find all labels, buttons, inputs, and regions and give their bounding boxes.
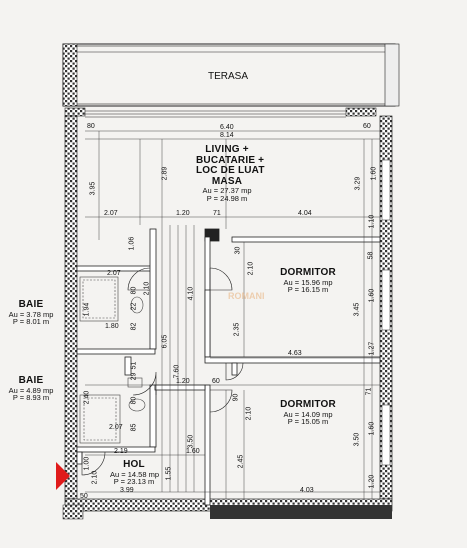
interior-walls — [76, 228, 381, 506]
dim-label: 2.35 — [233, 322, 241, 337]
living-room-label: LIVING + BUCATARIE + LOC DE LUAT MASA Au… — [196, 144, 265, 203]
living-room-name-3: LOC DE LUAT — [196, 165, 265, 176]
doors — [81, 267, 244, 476]
dim-label: 3.99 — [120, 487, 134, 494]
dim-label: 4.03 — [300, 487, 314, 494]
dim-label: 1.55 — [165, 466, 173, 481]
dim-label: 2.19 — [114, 448, 128, 455]
dim-label: 2.40 — [83, 390, 91, 405]
dim-label: 29 — [130, 372, 138, 381]
hallway-label: HOL Au = 14.58 mp P = 23.13 m — [110, 459, 159, 487]
dim-label: 30 — [234, 246, 242, 255]
dim-label: 1.20 — [368, 474, 376, 489]
dim-label: 3.50 — [187, 434, 195, 449]
living-room-perimeter: P = 24.98 m — [206, 193, 248, 203]
dim-label: 3.45 — [353, 302, 361, 317]
dim-label: 2.10 — [91, 470, 99, 485]
dim-label: 85 — [130, 423, 138, 432]
bathroom-2-label: BAIE Au = 4.89 mp P = 8.93 m — [6, 375, 56, 403]
dim-label: 22 — [130, 302, 138, 311]
dim-label: 80 — [130, 286, 138, 295]
bathroom-2-name: BAIE — [18, 375, 44, 386]
dim-label: 2.07 — [104, 210, 118, 217]
bedroom-2-label: DORMITOR Au = 14.09 mp P = 15.05 m — [277, 399, 339, 427]
entrance-arrow — [56, 462, 70, 490]
dim-label: 1.00 — [83, 456, 91, 471]
dim-label: 58 — [367, 251, 375, 260]
bathroom-2-perimeter: P = 8.93 m — [12, 393, 50, 403]
bedroom-2-name: DORMITOR — [280, 399, 336, 410]
bathroom-2-area: Au = 4.89 mp — [8, 385, 54, 395]
bathroom-1-perimeter: P = 8.01 m — [12, 317, 50, 327]
bedroom-1-area: Au = 15.96 mp — [283, 277, 333, 287]
dim-label: 80 — [87, 123, 95, 130]
bathroom-1-area: Au = 3.78 mp — [8, 309, 54, 319]
bedroom-2-area: Au = 14.09 mp — [283, 409, 333, 419]
bedroom-1-name: DORMITOR — [280, 267, 336, 278]
dim-label: 1.80 — [105, 323, 119, 330]
terrace — [62, 43, 400, 107]
living-room-name-4: MASA — [211, 175, 243, 187]
bathroom-1-name: BAIE — [18, 299, 44, 310]
hallway-name: HOL — [123, 459, 145, 470]
right-windows — [381, 159, 391, 466]
dimension-lines — [85, 130, 380, 499]
dim-label: 2.10 — [245, 406, 253, 421]
dim-label: 1.60 — [186, 448, 200, 455]
dim-label: 51 — [130, 361, 138, 370]
dim-label: 60 — [212, 378, 220, 385]
dim-label: 3.29 — [354, 176, 362, 191]
bedroom-1-label: DORMITOR Au = 15.96 mp P = 16.15 m — [277, 267, 339, 295]
living-room-area: Au = 27.37 mp — [202, 186, 252, 195]
dim-label: 2.45 — [237, 454, 245, 469]
dim-label: 1.94 — [83, 302, 91, 317]
bedroom-1-perimeter: P = 16.15 m — [287, 285, 329, 295]
dim-label: 71 — [365, 387, 373, 396]
dim-label: 3.95 — [89, 181, 97, 196]
dim-label: 90 — [232, 393, 240, 402]
dim-label: 1.06 — [128, 236, 136, 251]
terrace-label: TERASA — [208, 71, 249, 82]
hallway-perimeter: P = 23.13 m — [113, 477, 155, 487]
living-room-name-2: BUCATARIE + — [196, 154, 265, 166]
dim-label: 1.60 — [368, 288, 376, 303]
top-window — [85, 110, 346, 118]
dim-label: 2.07 — [109, 424, 123, 431]
dim-label: 1.20 — [176, 210, 190, 217]
dim-label: 82 — [130, 322, 138, 331]
living-room-name-1: LIVING + — [205, 144, 249, 155]
dim-label: 1.10 — [368, 214, 376, 229]
bath-fixtures — [79, 276, 146, 444]
dim-label: 1.20 — [176, 378, 190, 385]
dim-label: 3.50 — [353, 432, 361, 447]
bathroom-1-label: BAIE Au = 3.78 mp P = 8.01 m — [6, 299, 56, 327]
dim-label: 8.14 — [220, 132, 234, 139]
dim-label: 2.07 — [107, 270, 121, 277]
dim-label: 2.10 — [247, 261, 255, 276]
dim-label: 6.05 — [161, 334, 169, 349]
dim-label: 4.63 — [288, 350, 302, 357]
dim-label: 2.89 — [161, 166, 169, 181]
dim-label: 71 — [213, 210, 221, 217]
dim-label: 80 — [130, 396, 138, 405]
dim-label: 60 — [363, 123, 371, 130]
dim-label: 7.60 — [173, 364, 181, 379]
dim-label: 1.27 — [368, 341, 376, 356]
dim-label: 1.60 — [370, 166, 378, 181]
dim-label: 1.60 — [368, 421, 376, 436]
dim-label: 6.40 — [220, 124, 234, 131]
watermark: ROMANI — [228, 291, 265, 301]
hallway-area: Au = 14.58 mp — [110, 469, 159, 479]
dim-label: 50 — [80, 493, 88, 500]
dim-label: 2.10 — [143, 281, 151, 296]
bedroom-2-perimeter: P = 15.05 m — [287, 417, 329, 427]
dim-label: 4.10 — [187, 286, 195, 301]
dim-label: 4.04 — [298, 210, 312, 217]
